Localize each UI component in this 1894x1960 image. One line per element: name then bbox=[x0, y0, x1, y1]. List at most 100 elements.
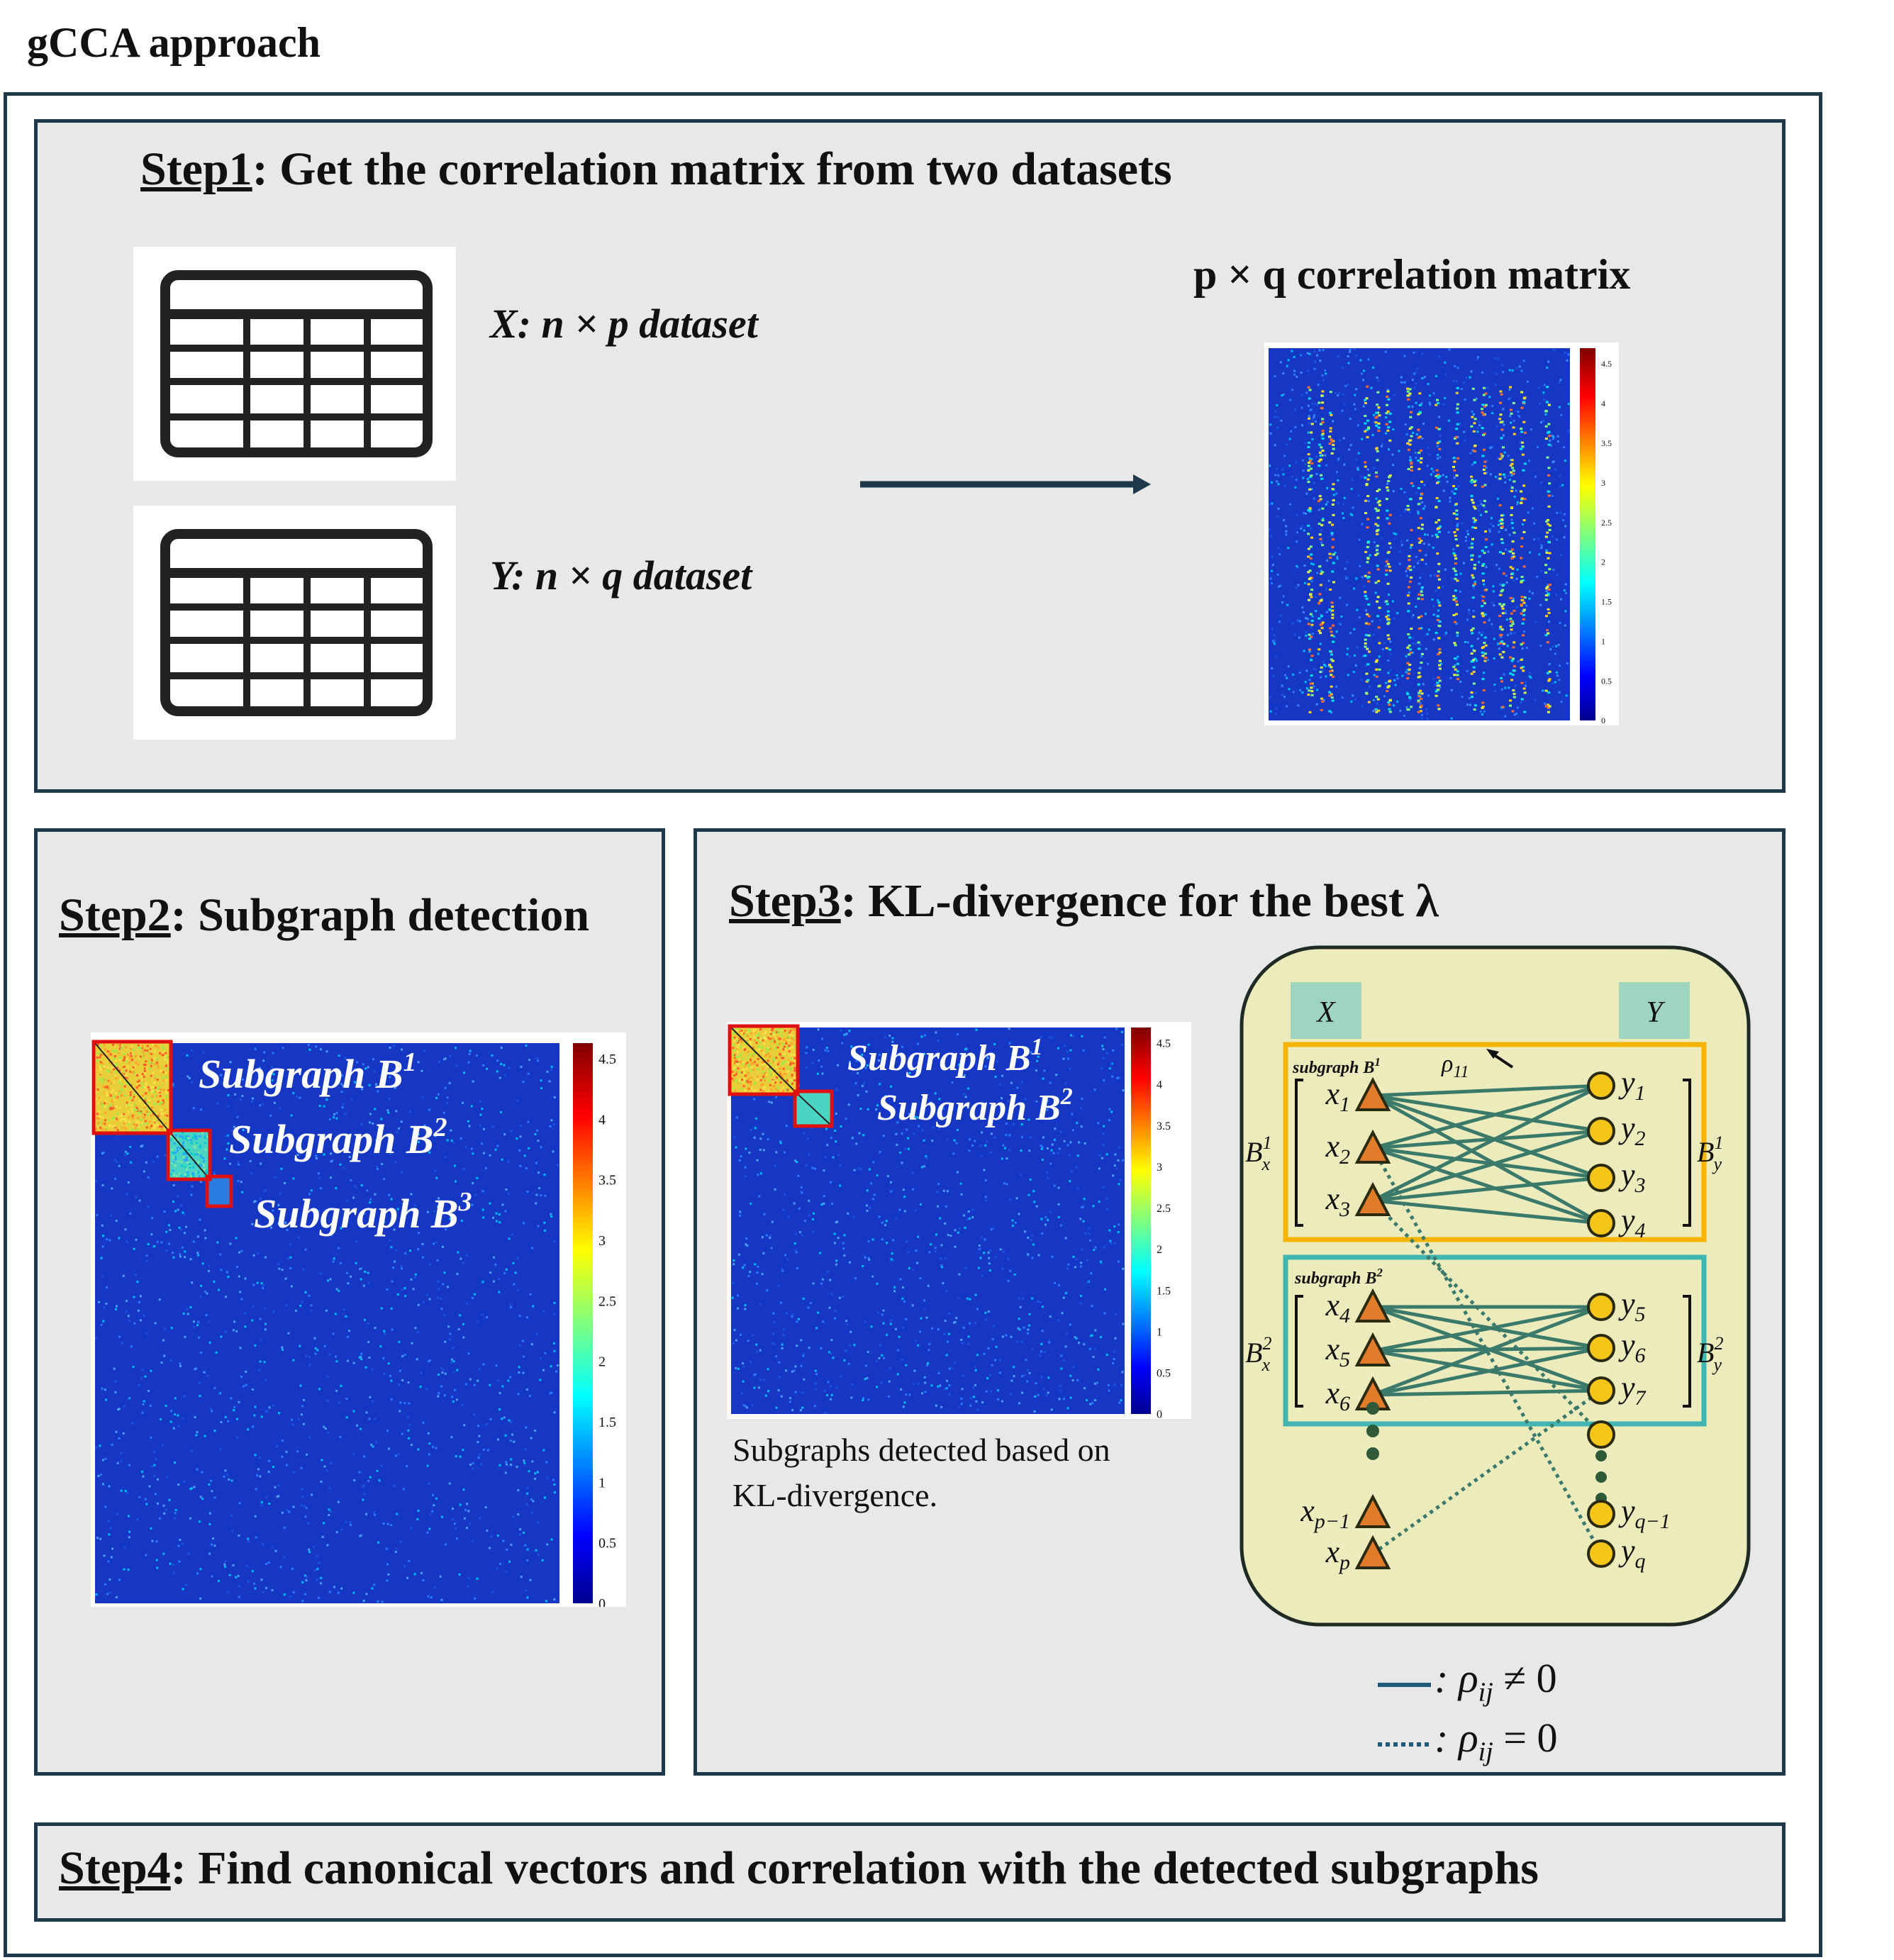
heatmap-speckle bbox=[1429, 403, 1432, 406]
heatmap-speckle bbox=[959, 1182, 962, 1185]
heatmap-speckle bbox=[143, 1063, 146, 1066]
heatmap-speckle bbox=[546, 1543, 549, 1546]
step2-title-text: : Subgraph detection bbox=[170, 889, 590, 941]
heatmap-speckle bbox=[187, 1137, 190, 1140]
heatmap-speckle bbox=[1467, 608, 1470, 611]
heatmap-speckle bbox=[1276, 403, 1279, 406]
heatmap-speckle bbox=[153, 1081, 156, 1084]
heatmap-streak bbox=[1547, 608, 1550, 611]
heatmap-speckle bbox=[228, 1574, 231, 1576]
heatmap-speckle bbox=[201, 1132, 204, 1135]
dataset-x-table-icon bbox=[160, 270, 433, 457]
heatmap-speckle bbox=[1297, 584, 1300, 586]
heatmap-streak bbox=[1319, 671, 1322, 674]
heatmap-speckle bbox=[160, 1102, 163, 1105]
heatmap-speckle bbox=[282, 1348, 284, 1351]
heatmap-speckle bbox=[867, 1398, 870, 1401]
heatmap-speckle bbox=[1334, 391, 1337, 394]
heatmap-speckle bbox=[927, 1362, 930, 1364]
heatmap-streak bbox=[1454, 573, 1458, 576]
heatmap-speckle bbox=[99, 1126, 101, 1129]
heatmap-speckle bbox=[1513, 579, 1515, 582]
heatmap-speckle bbox=[966, 1218, 969, 1221]
heatmap-speckle bbox=[381, 1600, 384, 1603]
heatmap-speckle bbox=[247, 1537, 250, 1540]
heatmap-speckle bbox=[550, 1538, 553, 1541]
heatmap-speckle bbox=[1516, 501, 1519, 503]
heatmap-speckle bbox=[902, 1326, 905, 1329]
heatmap-speckle bbox=[757, 1265, 759, 1268]
heatmap-speckle bbox=[100, 1257, 103, 1259]
heatmap-speckle bbox=[1442, 586, 1444, 589]
heatmap-speckle bbox=[476, 1577, 479, 1580]
heatmap-speckle bbox=[988, 1269, 991, 1272]
heatmap-speckle bbox=[383, 1178, 386, 1181]
heatmap-speckle bbox=[177, 1160, 179, 1163]
heatmap-speckle bbox=[1342, 437, 1345, 440]
heatmap-speckle bbox=[950, 1067, 953, 1069]
heatmap-speckle bbox=[194, 1162, 196, 1164]
heatmap-speckle bbox=[1567, 353, 1570, 356]
heatmap-speckle bbox=[923, 1299, 925, 1302]
heatmap-speckle bbox=[99, 1537, 102, 1540]
heatmap-speckle bbox=[446, 1101, 449, 1104]
heatmap-speckle bbox=[145, 1092, 147, 1095]
heatmap-speckle bbox=[1498, 583, 1501, 586]
heatmap-speckle bbox=[1562, 519, 1565, 522]
heatmap-speckle bbox=[152, 1113, 155, 1115]
heatmap-speckle bbox=[270, 1226, 273, 1229]
heatmap-speckle bbox=[1311, 633, 1314, 635]
heatmap-speckle bbox=[143, 1049, 146, 1052]
heatmap-streak bbox=[1513, 609, 1516, 612]
heatmap-speckle bbox=[1007, 1279, 1010, 1282]
heatmap-streak bbox=[1547, 679, 1551, 682]
heatmap-streak bbox=[1408, 439, 1412, 442]
heatmap-speckle bbox=[308, 1356, 311, 1359]
heatmap-streak bbox=[1364, 691, 1368, 694]
heatmap-speckle bbox=[1285, 533, 1288, 536]
heatmap-speckle bbox=[322, 1223, 325, 1225]
heatmap-streak bbox=[1500, 522, 1503, 525]
heatmap-speckle bbox=[118, 1047, 121, 1050]
heatmap-speckle bbox=[184, 1232, 186, 1235]
heatmap-speckle bbox=[524, 1544, 527, 1547]
heatmap-speckle bbox=[785, 1369, 788, 1372]
heatmap-speckle bbox=[1493, 604, 1495, 607]
heatmap-speckle bbox=[967, 1087, 969, 1090]
heatmap-speckle bbox=[964, 1266, 967, 1269]
heatmap-speckle bbox=[934, 1092, 937, 1095]
heatmap-speckle bbox=[1027, 1236, 1030, 1239]
heatmap-speckle bbox=[189, 1488, 192, 1491]
heatmap-speckle bbox=[1008, 1149, 1010, 1152]
heatmap-speckle bbox=[872, 1161, 875, 1164]
heatmap-streak bbox=[1308, 598, 1311, 601]
heatmap-speckle bbox=[1269, 710, 1272, 713]
heatmap-speckle bbox=[1520, 369, 1523, 372]
heatmap-speckle bbox=[138, 1079, 141, 1082]
heatmap-streak bbox=[1309, 682, 1313, 685]
heatmap-speckle bbox=[860, 1168, 863, 1171]
heatmap-speckle bbox=[747, 1340, 750, 1342]
heatmap-speckle bbox=[835, 1113, 837, 1115]
heatmap-speckle bbox=[478, 1435, 481, 1437]
heatmap-speckle bbox=[390, 1379, 393, 1382]
dataset-y-desc: n × q dataset bbox=[535, 552, 752, 598]
heatmap-speckle bbox=[469, 1463, 472, 1466]
heatmap-speckle bbox=[129, 1096, 132, 1099]
heatmap-streak bbox=[1437, 653, 1440, 656]
heatmap-speckle bbox=[1400, 487, 1403, 490]
heatmap-speckle bbox=[823, 1202, 825, 1205]
heatmap-speckle bbox=[375, 1441, 378, 1444]
heatmap-speckle bbox=[444, 1543, 447, 1546]
heatmap-speckle bbox=[1456, 367, 1459, 369]
heatmap-speckle bbox=[123, 1052, 126, 1055]
heatmap-speckle bbox=[1119, 1179, 1122, 1181]
heatmap-speckle bbox=[864, 1378, 867, 1381]
heatmap-streak bbox=[1378, 488, 1381, 491]
heatmap-streak bbox=[1522, 613, 1526, 616]
heatmap-speckle bbox=[164, 1108, 167, 1111]
heatmap-speckle bbox=[360, 1355, 362, 1358]
heatmap-speckle bbox=[1337, 394, 1339, 397]
heatmap-streak bbox=[1365, 428, 1369, 431]
heatmap-speckle bbox=[123, 1118, 126, 1121]
